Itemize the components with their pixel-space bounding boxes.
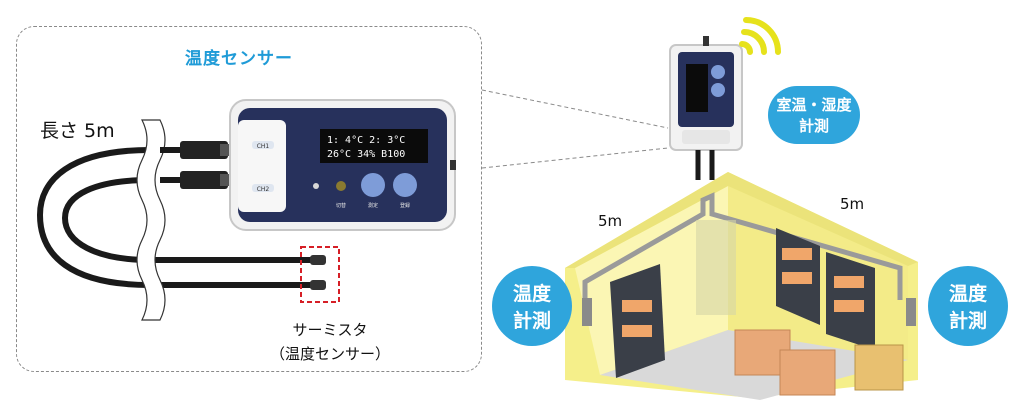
temp-bubble-right: 温度 計測 <box>928 266 1008 346</box>
panel-title: 温度センサー <box>185 49 293 69</box>
temp-right-line-1: 温度 <box>948 283 987 305</box>
room-humidity-line-1: 室温・湿度 <box>776 96 852 114</box>
button-label-measure: 測定 <box>368 202 378 209</box>
zoom-guide-lines <box>481 89 669 169</box>
button-label-switch: 切替 <box>336 202 346 209</box>
cable-break-mark <box>136 119 166 321</box>
room-humidity-line-2: 計測 <box>798 117 829 135</box>
thermistor-label-line-1: サーミスタ <box>292 321 368 339</box>
thermistor-highlight-box <box>300 246 340 303</box>
temp-bubble-left: 温度 計測 <box>492 266 572 346</box>
distance-label-left: 5m <box>598 212 622 230</box>
display-line-1: 1: 4°C 2: 3°C <box>327 135 405 146</box>
thermistor-label-line-2: （温度センサー） <box>270 345 391 363</box>
wall-logger-device <box>669 36 743 180</box>
warehouse-room <box>565 172 918 400</box>
display-line-2: 26°C 34% B100 <box>327 149 405 160</box>
temp-left-line-1: 温度 <box>512 283 551 305</box>
wireless-signal-icon <box>739 17 781 55</box>
sensor-cables <box>36 147 318 288</box>
thermistor-label: サーミスタ （温度センサー） <box>270 318 390 366</box>
button-label-register: 登録 <box>400 202 410 209</box>
ch1-label: CH1 <box>257 143 270 150</box>
cable-length-label: 長さ 5m <box>40 120 115 142</box>
room-humidity-bubble: 室温・湿度 計測 <box>768 86 860 144</box>
sensor-panel <box>16 26 482 372</box>
temp-left-line-2: 計測 <box>512 310 551 332</box>
logger-device <box>229 99 456 231</box>
temp-right-line-2: 計測 <box>948 310 987 332</box>
thermistor-tips <box>300 246 340 303</box>
ch2-connector <box>160 171 238 189</box>
distance-label-right: 5m <box>840 195 864 213</box>
ch1-connector <box>160 141 238 159</box>
ch2-label: CH2 <box>257 186 270 193</box>
